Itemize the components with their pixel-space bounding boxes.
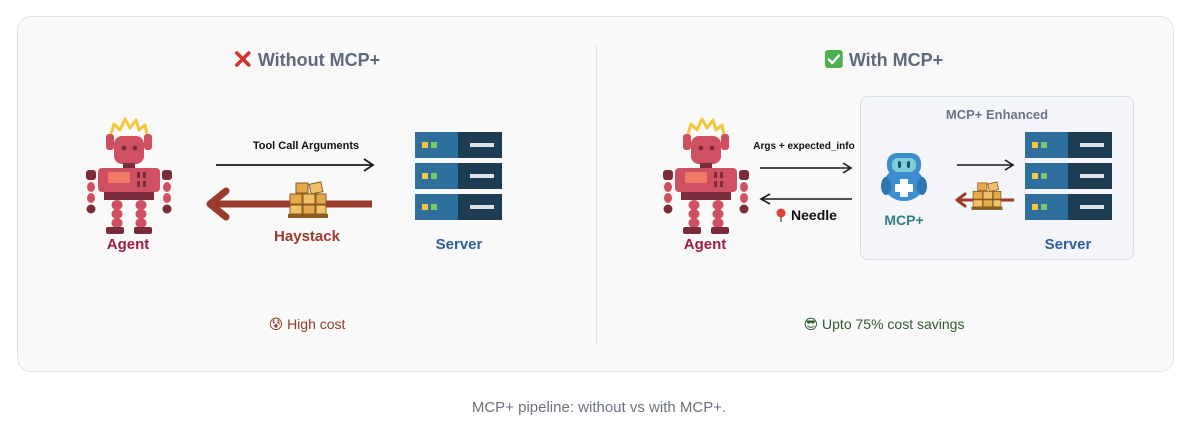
mcp-mascot-icon <box>881 153 927 201</box>
server-label: Server <box>435 236 483 253</box>
boxes-icon <box>288 181 328 218</box>
check-mark-icon <box>824 50 843 68</box>
request-arrow <box>216 158 375 172</box>
boxes-icon <box>971 181 1003 210</box>
cross-mark-icon <box>235 51 251 67</box>
request-arrow-label: Args + expected_info <box>753 141 855 152</box>
right-footnote: 😎 Upto 75% cost savings <box>803 316 965 332</box>
mcp-label: MCP+ <box>884 212 924 228</box>
needle-return-arrow <box>759 193 852 205</box>
request-arrow-label: Tool Call Arguments <box>252 140 360 152</box>
request-arrow <box>760 162 853 174</box>
pin-icon <box>776 208 786 222</box>
agent-label: Agent <box>683 236 727 253</box>
needle-label: Needle <box>775 207 837 223</box>
left-footnote: 😰 High cost <box>268 316 346 332</box>
panel-divider <box>596 46 597 344</box>
server-label: Server <box>1044 236 1092 253</box>
robot-icon <box>86 117 172 234</box>
server-rack-icon <box>1025 132 1112 220</box>
right-panel-title: With MCP+ <box>824 50 943 71</box>
server-rack-icon <box>415 132 502 220</box>
mcp-to-server-arrow <box>957 159 1015 171</box>
robot-icon <box>663 117 749 234</box>
haystack-label: Haystack <box>274 228 340 245</box>
left-panel-title: Without MCP+ <box>234 50 380 71</box>
agent-label: Agent <box>106 236 150 253</box>
figure-caption: MCP+ pipeline: without vs with MCP+. <box>471 399 727 416</box>
mcp-enhanced-title: MCP+ Enhanced <box>945 107 1049 122</box>
